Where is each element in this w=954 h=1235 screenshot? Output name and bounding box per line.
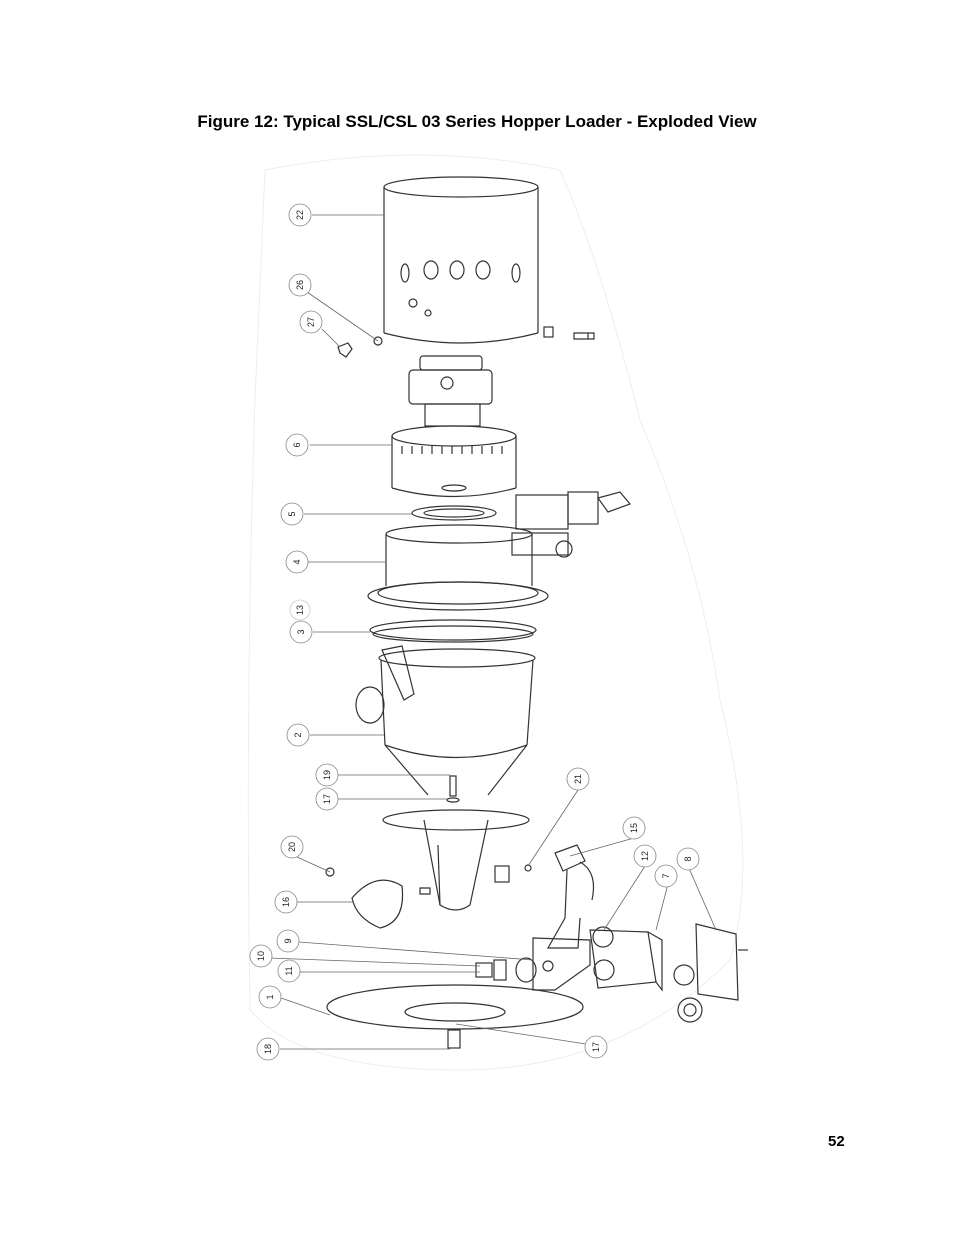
callout-6: 6: [285, 433, 309, 457]
svg-text:4: 4: [292, 559, 302, 564]
hopper-body: [355, 645, 536, 796]
callout-4: 4: [285, 550, 309, 574]
callout-3: 3: [289, 620, 313, 644]
svg-text:15: 15: [629, 823, 639, 833]
exploded-view-drawing: 22 26 27 6 5 4 13 3 2 19 17 21 15 20 12 …: [240, 140, 760, 1075]
svg-text:16: 16: [281, 897, 291, 907]
solenoid-valve: [511, 491, 632, 558]
svg-text:17: 17: [591, 1042, 601, 1052]
svg-text:3: 3: [296, 629, 306, 634]
svg-text:12: 12: [640, 851, 650, 861]
callout-12: 12: [633, 844, 657, 868]
svg-text:8: 8: [683, 856, 693, 861]
svg-text:2: 2: [293, 732, 303, 737]
callout-16: 16: [274, 890, 298, 914]
svg-text:11: 11: [284, 966, 294, 975]
svg-text:27: 27: [306, 317, 316, 327]
svg-text:22: 22: [295, 210, 305, 220]
lid-body: [367, 524, 549, 611]
callout-20: 20: [280, 835, 304, 859]
top-cover-cylinder: [383, 176, 595, 344]
callout-7: 7: [654, 864, 678, 888]
callout-22: 22: [288, 203, 312, 227]
junction-box: [589, 926, 663, 992]
callout-15: 15: [622, 816, 646, 840]
callout-17-upper: 17: [315, 787, 339, 811]
callout-26: 26: [288, 273, 312, 297]
svg-text:6: 6: [292, 442, 302, 447]
svg-text:26: 26: [295, 280, 305, 290]
svg-text:18: 18: [263, 1044, 273, 1054]
svg-text:9: 9: [283, 938, 293, 943]
callout-19: 19: [315, 763, 339, 787]
exploded-view-svg: 22 26 27 6 5 4 13 3 2 19 17 21 15 20 12 …: [247, 154, 748, 1071]
svg-text:13: 13: [295, 605, 305, 615]
callout-2: 2: [286, 723, 310, 747]
svg-text:21: 21: [573, 774, 583, 784]
svg-text:20: 20: [287, 842, 297, 852]
callout-13: 13: [289, 599, 311, 621]
svg-text:10: 10: [256, 951, 266, 961]
callout-11: 11: [277, 959, 301, 983]
callout-10: 10: [249, 944, 273, 968]
callout-1: 1: [258, 985, 282, 1009]
callout-17-lower: 17: [584, 1035, 608, 1059]
svg-text:5: 5: [287, 511, 297, 516]
figure-caption: Figure 12: Typical SSL/CSL 03 Series Hop…: [197, 112, 757, 131]
callout-18: 18: [256, 1037, 280, 1061]
svg-text:17: 17: [322, 794, 332, 804]
motor-assembly: [391, 355, 517, 498]
svg-text:7: 7: [661, 873, 671, 878]
callout-21: 21: [566, 767, 590, 791]
callout-5: 5: [280, 502, 304, 526]
svg-text:19: 19: [322, 770, 332, 780]
callout-9: 9: [276, 929, 300, 953]
page-number: 52: [828, 1133, 845, 1150]
svg-text:1: 1: [265, 994, 275, 999]
callout-27: 27: [299, 310, 323, 334]
callout-8: 8: [676, 847, 700, 871]
